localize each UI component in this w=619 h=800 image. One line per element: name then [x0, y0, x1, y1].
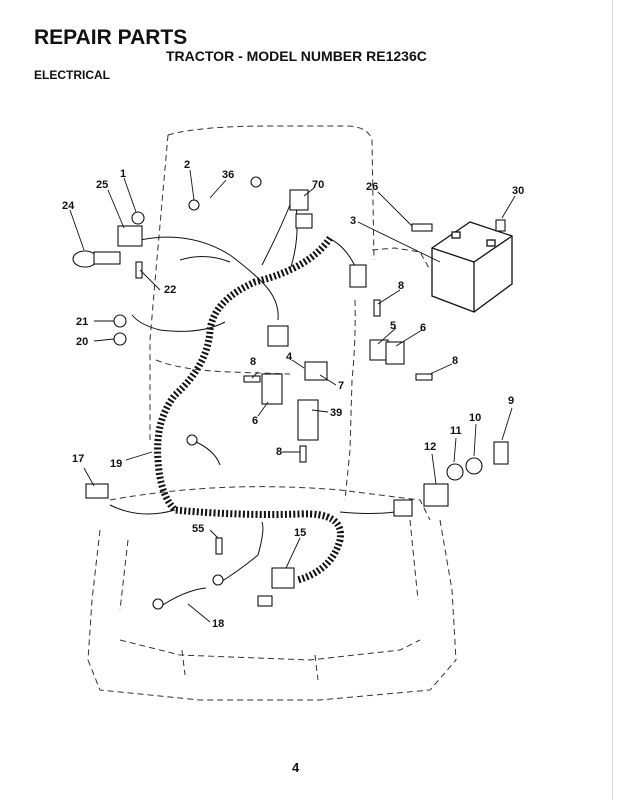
bolt-26	[411, 223, 433, 232]
callout-10: 10	[469, 412, 481, 424]
callout-8: 8	[398, 280, 404, 292]
nut-30	[495, 219, 506, 232]
nut-11	[446, 463, 464, 481]
washer-21	[113, 314, 127, 328]
ring-terminal-18a	[152, 598, 164, 610]
bracket-39	[297, 399, 319, 441]
callout-70: 70	[312, 179, 324, 191]
callout-6: 6	[252, 415, 258, 427]
nut-1	[131, 211, 145, 225]
callout-25: 25	[96, 179, 108, 191]
ring-terminal-18b	[212, 574, 224, 586]
callout-15: 15	[294, 527, 306, 539]
callout-5: 5	[390, 320, 396, 332]
callout-12: 12	[424, 441, 436, 453]
nut-20	[113, 332, 127, 346]
connector-right	[349, 264, 367, 288]
callout-55: 55	[192, 523, 204, 535]
callout-22: 22	[164, 284, 176, 296]
fuse-17	[85, 483, 109, 499]
wires	[109, 199, 396, 609]
module-6	[261, 373, 283, 405]
tractor-outline	[87, 125, 457, 701]
switch-15	[271, 567, 295, 589]
screw-8d	[299, 445, 307, 463]
screw-8b	[243, 375, 261, 383]
callout-8: 8	[276, 446, 282, 458]
callout-2: 2	[184, 159, 190, 171]
callout-21: 21	[76, 316, 88, 328]
connector-12	[393, 499, 413, 517]
battery	[431, 221, 513, 313]
section-label: ELECTRICAL	[34, 68, 110, 82]
screw-8c	[415, 373, 433, 381]
callout-8: 8	[452, 355, 458, 367]
callout-3: 3	[350, 215, 356, 227]
callout-39: 39	[330, 407, 342, 419]
washer-10	[465, 457, 483, 475]
ignition-switch-12	[423, 483, 449, 507]
callout-11: 11	[450, 425, 462, 437]
page-number: 4	[292, 760, 300, 775]
ring-terminal-36	[250, 176, 262, 188]
callout-19: 19	[110, 458, 122, 470]
parts	[72, 176, 509, 610]
callout-18: 18	[212, 618, 224, 630]
page-subtitle: TRACTOR - MODEL NUMBER RE1236C	[166, 48, 427, 64]
callout-labels: 1 2 36 70 26 30 25 24 3 22 8 21 20 5 6 4…	[62, 159, 524, 630]
relay-6	[385, 341, 405, 365]
page-title: REPAIR PARTS	[34, 26, 188, 49]
callout-26: 26	[366, 181, 378, 193]
screw-55	[215, 537, 223, 555]
key-9	[493, 441, 509, 465]
callout-17: 17	[72, 453, 84, 465]
starter-solenoid-25	[117, 225, 143, 247]
leader-lines	[69, 169, 516, 623]
fuse-holder	[267, 325, 289, 347]
callout-30: 30	[512, 185, 524, 197]
callout-24: 24	[62, 200, 75, 212]
callout-36: 36	[222, 169, 234, 181]
screw-22	[135, 261, 143, 279]
callout-4: 4	[286, 351, 293, 363]
connector-70	[289, 189, 309, 211]
coiled-wiring-harness	[154, 235, 344, 584]
screw-8a	[373, 299, 381, 317]
terminal-boot-24	[72, 250, 98, 268]
ring-terminal-2	[188, 199, 200, 211]
callout-20: 20	[76, 336, 88, 348]
callout-9: 9	[508, 395, 514, 407]
scan-edge-line	[612, 0, 613, 800]
ring-terminal-19	[186, 434, 198, 446]
callout-1: 1	[120, 168, 126, 180]
callout-8: 8	[250, 356, 256, 368]
callout-7: 7	[338, 380, 344, 392]
callout-6: 6	[420, 322, 426, 334]
